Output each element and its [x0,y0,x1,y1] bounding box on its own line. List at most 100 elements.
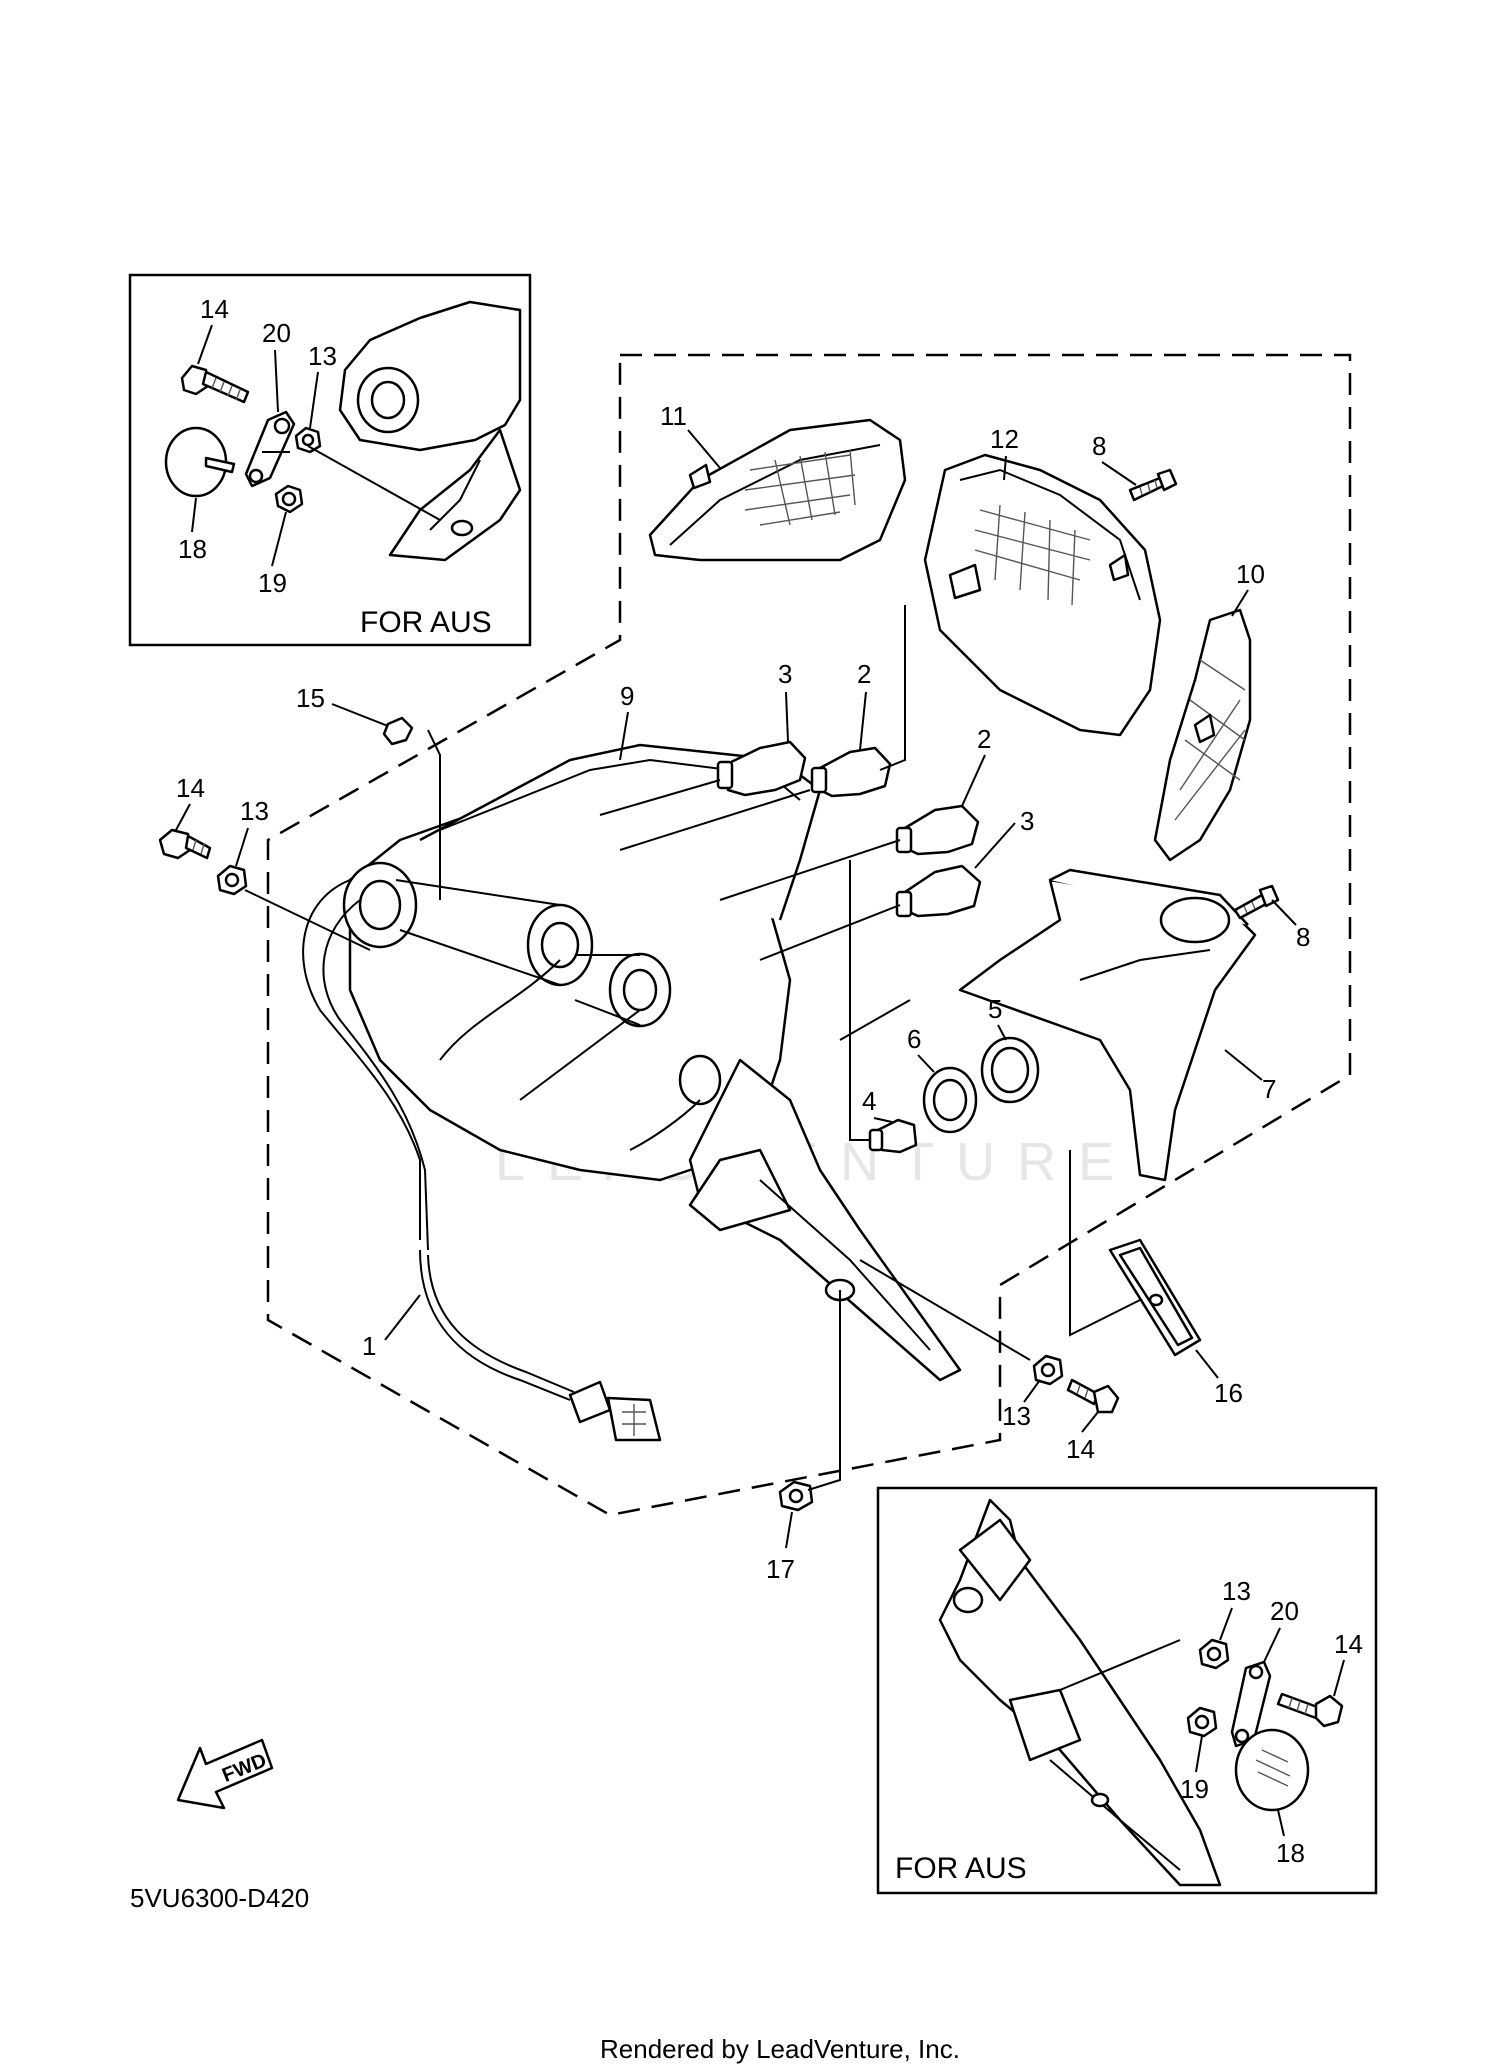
callout-13-right: 13 [1002,1401,1031,1431]
leader-8-lower [1271,899,1297,926]
inset-top-leader-14 [197,324,213,365]
fwd-arrow-icon: FWD [176,1738,274,1810]
callout-10: 10 [1236,559,1265,589]
inset-bottom-leader-19 [1195,1735,1203,1773]
nut-13-right [1032,1354,1064,1386]
leader-9 [619,711,629,761]
inset-bottom-reflector-18 [1234,1728,1310,1812]
inset-bottom-callout-13: 13 [1222,1576,1251,1606]
bolt-14-left [158,828,212,860]
bulb-2-upper [810,746,892,798]
screw-8-lower [1233,884,1280,920]
leader-16 [1069,1150,1141,1337]
inset-bottom-callout-18: 18 [1276,1838,1305,1868]
leader-5 [997,1024,1007,1041]
callout-7: 7 [1262,1074,1276,1104]
leader-left-fasteners [244,889,371,951]
leader-1 [384,1294,421,1341]
inset-bottom-title: FOR AUS [895,1852,1027,1885]
bulb-2-lower [895,804,980,856]
inset-bottom-for-aus: 13 20 14 19 18 FOR AUS [876,1486,1378,1895]
callout-1: 1 [362,1331,376,1361]
leader-11 [687,429,721,469]
inset-top-leader-18 [191,497,197,533]
leader-15-callout [331,703,389,727]
leader-12 [1003,455,1007,481]
leader-8-upper [1101,461,1137,486]
callout-14-left: 14 [176,773,205,803]
inset-bottom-leader [1059,1639,1181,1691]
inset-top-nut-19 [274,484,304,514]
inset-top-stay-20 [244,410,296,488]
leader-17 [807,1290,841,1491]
leader-13-right [1023,1379,1041,1403]
inset-bottom-frame [876,1486,1378,1895]
grommet-6 [922,1066,978,1134]
leader-3-lower [974,822,1016,869]
inset-top-nut-13 [294,426,322,454]
inset-bottom-leader-13 [1219,1607,1233,1641]
inset-top-bolt-14 [180,364,250,404]
callout-6: 6 [907,1024,921,1054]
inset-bottom-callout-19: 19 [1180,1774,1209,1804]
inset-top-leader [307,445,441,521]
clip-15 [382,716,414,746]
callout-2-lower: 2 [977,724,991,754]
inset-top-callout-18: 18 [178,534,207,564]
footer-credit: Rendered by LeadVenture, Inc. [600,2034,960,2064]
leader-14-left [175,803,191,831]
leader-13-left [235,827,249,867]
callout-12: 12 [990,424,1019,454]
bulb-3-upper [716,740,807,797]
leader-6 [917,1054,935,1073]
inset-bottom-leader-18 [1277,1809,1285,1837]
callout-3-upper: 3 [778,659,792,689]
callout-11: 11 [660,401,687,431]
tail-light-assembly [302,743,962,1442]
callout-9: 9 [620,681,634,711]
cover-7 [958,868,1257,1182]
bulb-3-lower [895,864,982,918]
leader-14-right [1081,1411,1099,1433]
leader-right-fasteners [859,1259,1031,1361]
lens-11 [648,418,907,562]
inset-bottom-callout-20: 20 [1270,1596,1299,1626]
callout-13-left: 13 [240,796,269,826]
diagram-code: 5VU6300-D420 [130,1883,309,1913]
inset-top-leader-20 [274,349,279,413]
callout-8-lower: 8 [1296,922,1310,952]
leader-3-upper [785,691,789,743]
socket-5 [980,1036,1040,1104]
inset-top-reflector-18 [164,426,236,498]
leader-15 [427,729,441,900]
leader-16-callout [1195,1349,1219,1379]
inset-top-callout-14: 14 [200,294,229,324]
screw-8-upper [1128,468,1178,502]
callout-5: 5 [988,994,1002,1024]
bulbs-group [716,740,982,1154]
assembly-1-boundary [266,353,1352,1517]
inset-top-callout-20: 20 [262,318,291,348]
callout-4: 4 [862,1086,876,1116]
inset-top-tail-housing [338,300,522,562]
nut-17 [778,1480,814,1512]
license-lamp-16 [1108,1238,1202,1357]
inset-top-callout-19: 19 [258,568,287,598]
leader-7 [1224,1049,1263,1081]
callout-16: 16 [1214,1378,1243,1408]
callout-8-upper: 8 [1092,431,1106,461]
callout-2-upper: 2 [857,659,871,689]
leader-10 [1231,589,1249,617]
callout-15: 15 [296,683,325,713]
inset-bottom-callout-14: 14 [1334,1629,1363,1659]
inset-top-callout-13: 13 [308,341,337,371]
leader-2-lower [961,754,986,807]
callout-17: 17 [766,1554,795,1584]
bulb-4 [868,1118,918,1154]
inset-top-leader-13 [309,371,319,429]
nut-13-left [216,864,248,896]
callout-14-right: 14 [1066,1434,1095,1464]
leader-4 [873,1117,893,1123]
internal-leaders [599,605,911,1141]
